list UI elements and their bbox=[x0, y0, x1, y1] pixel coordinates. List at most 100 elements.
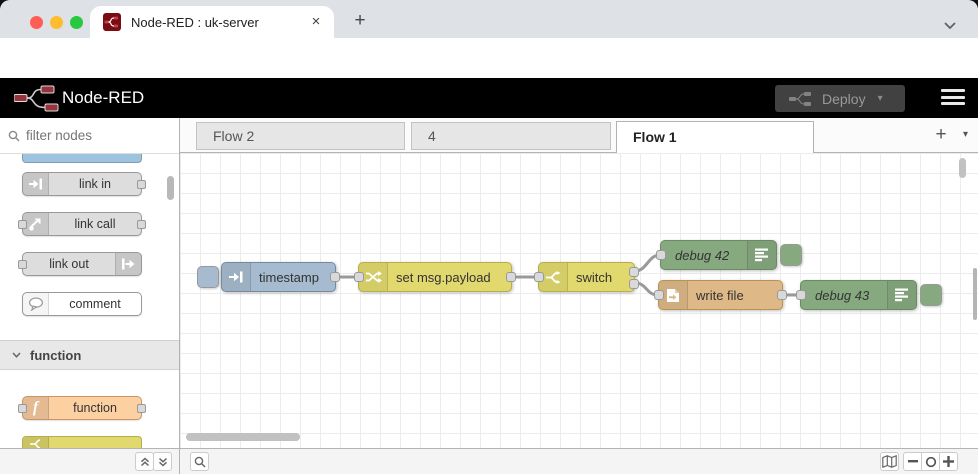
nodered-logo-icon bbox=[14, 85, 59, 112]
input-port[interactable] bbox=[534, 272, 544, 282]
palette-node-link-in[interactable]: link in bbox=[22, 172, 146, 196]
palette-category-function[interactable]: function bbox=[0, 340, 179, 370]
flow-node-change[interactable]: set msg.payload bbox=[354, 262, 516, 292]
input-port[interactable] bbox=[654, 290, 664, 300]
link-in-icon bbox=[23, 173, 49, 195]
window-scrollbar[interactable] bbox=[973, 268, 977, 320]
fullscreen-window-button[interactable] bbox=[70, 16, 83, 29]
change-icon bbox=[359, 263, 388, 291]
output-port[interactable] bbox=[330, 272, 340, 282]
function-icon: f bbox=[23, 397, 49, 419]
node-label: set msg.payload bbox=[396, 269, 491, 285]
output-port[interactable] bbox=[137, 180, 146, 189]
tab-search-chevron-icon[interactable] bbox=[944, 16, 956, 34]
minus-icon bbox=[907, 460, 918, 463]
deploy-options-caret-icon[interactable]: ▾ bbox=[877, 93, 883, 104]
palette-scrollbar[interactable] bbox=[167, 176, 174, 200]
palette-node-partial-top[interactable] bbox=[22, 154, 142, 163]
flow-node-switch[interactable]: switch bbox=[534, 262, 639, 292]
double-chevron-up-icon bbox=[140, 456, 149, 466]
main-menu-button[interactable] bbox=[941, 89, 965, 107]
browser-toolbar: ← → Not Secure uk-server:2718/#flow/a5d5… bbox=[0, 38, 978, 111]
palette-node-label: link in bbox=[79, 177, 111, 191]
debug-icon bbox=[887, 281, 916, 309]
output-port[interactable] bbox=[506, 272, 516, 282]
palette-node-link-out[interactable]: link out bbox=[18, 252, 142, 276]
output-port[interactable] bbox=[137, 404, 146, 413]
map-icon bbox=[882, 455, 897, 468]
flow-node-debug-42[interactable]: debug 42 bbox=[656, 240, 777, 270]
canvas-search-button[interactable] bbox=[190, 452, 209, 471]
nodered-favicon-icon bbox=[103, 13, 121, 31]
input-port[interactable] bbox=[18, 404, 27, 413]
node-label: switch bbox=[576, 269, 613, 285]
input-port[interactable] bbox=[796, 290, 806, 300]
tab-flow-1-active[interactable]: Flow 1 bbox=[616, 121, 814, 153]
palette-filter bbox=[0, 118, 179, 154]
palette-node-function[interactable]: f function bbox=[18, 396, 146, 420]
navigator-map-button[interactable] bbox=[880, 452, 899, 471]
add-flow-button[interactable]: + bbox=[935, 124, 947, 145]
footer-bar bbox=[0, 448, 978, 474]
zoom-out-button[interactable] bbox=[903, 452, 922, 471]
input-port[interactable] bbox=[18, 260, 27, 269]
tab-label: Flow 1 bbox=[633, 129, 677, 145]
palette-node-label: comment bbox=[69, 297, 121, 311]
palette-node-comment[interactable]: comment bbox=[22, 292, 142, 316]
palette-collapse-all-button[interactable] bbox=[135, 452, 154, 471]
tab-flow-2[interactable]: Flow 2 bbox=[196, 122, 405, 150]
debug-toggle-button[interactable] bbox=[780, 244, 802, 266]
canvas-horizontal-scrollbar[interactable] bbox=[186, 433, 300, 441]
chevron-down-icon bbox=[12, 352, 21, 358]
palette-expand-all-button[interactable] bbox=[153, 452, 172, 471]
output-port[interactable] bbox=[777, 290, 787, 300]
node-label: timestamp bbox=[259, 269, 319, 285]
tab-label: 4 bbox=[428, 128, 436, 144]
palette-category-label: function bbox=[30, 347, 82, 363]
flow-canvas[interactable]: timestamp set msg.payload s bbox=[180, 153, 978, 448]
input-port[interactable] bbox=[18, 220, 27, 229]
flow-node-write-file[interactable]: write file bbox=[654, 280, 787, 310]
new-tab-button[interactable]: + bbox=[354, 10, 366, 31]
minimize-window-button[interactable] bbox=[50, 16, 63, 29]
palette-node-link-call[interactable]: link call bbox=[18, 212, 146, 236]
browser-tab[interactable]: Node-RED : uk-server × bbox=[90, 6, 334, 38]
input-port[interactable] bbox=[354, 272, 364, 282]
flow-node-inject[interactable]: timestamp bbox=[221, 262, 340, 292]
search-icon bbox=[8, 130, 20, 141]
canvas-vertical-scrollbar[interactable] bbox=[959, 158, 966, 178]
flow-list-caret-icon[interactable]: ▾ bbox=[963, 129, 969, 140]
node-palette: link in link call link out bbox=[0, 118, 180, 448]
zoom-reset-circle-icon bbox=[925, 456, 936, 467]
link-call-icon bbox=[23, 213, 49, 235]
palette-node-partial-bottom[interactable] bbox=[22, 436, 142, 448]
palette-filter-input[interactable] bbox=[26, 128, 156, 143]
footer-divider bbox=[179, 449, 180, 474]
tab-label: Flow 2 bbox=[213, 128, 255, 144]
close-window-button[interactable] bbox=[30, 16, 43, 29]
deploy-label: Deploy bbox=[822, 90, 866, 107]
tabbar-underline bbox=[180, 152, 978, 153]
inject-trigger-button[interactable] bbox=[197, 266, 219, 288]
flow-tabbar: Flow 2 4 Flow 1 + ▾ bbox=[180, 118, 978, 153]
tab-close-icon[interactable]: × bbox=[311, 13, 321, 30]
double-chevron-down-icon bbox=[158, 457, 167, 467]
node-label: debug 43 bbox=[815, 287, 870, 303]
output-port-1[interactable] bbox=[629, 267, 639, 277]
tab-flow-4[interactable]: 4 bbox=[411, 122, 611, 150]
palette-node-label: function bbox=[73, 401, 117, 415]
zoom-in-button[interactable] bbox=[939, 452, 958, 471]
output-port-2[interactable] bbox=[629, 279, 639, 289]
search-icon bbox=[194, 456, 205, 467]
titlebar: Node-RED : uk-server × + bbox=[0, 0, 978, 38]
palette-node-label: link call bbox=[74, 217, 116, 231]
deploy-button[interactable]: Deploy ▾ bbox=[775, 85, 905, 112]
link-out-icon bbox=[115, 253, 141, 275]
debug-toggle-button[interactable] bbox=[920, 284, 942, 306]
output-port[interactable] bbox=[137, 220, 146, 229]
comment-bubble-icon bbox=[23, 293, 49, 315]
input-port[interactable] bbox=[656, 250, 666, 260]
zoom-reset-button[interactable] bbox=[921, 452, 940, 471]
flow-node-debug-43[interactable]: debug 43 bbox=[796, 280, 917, 310]
